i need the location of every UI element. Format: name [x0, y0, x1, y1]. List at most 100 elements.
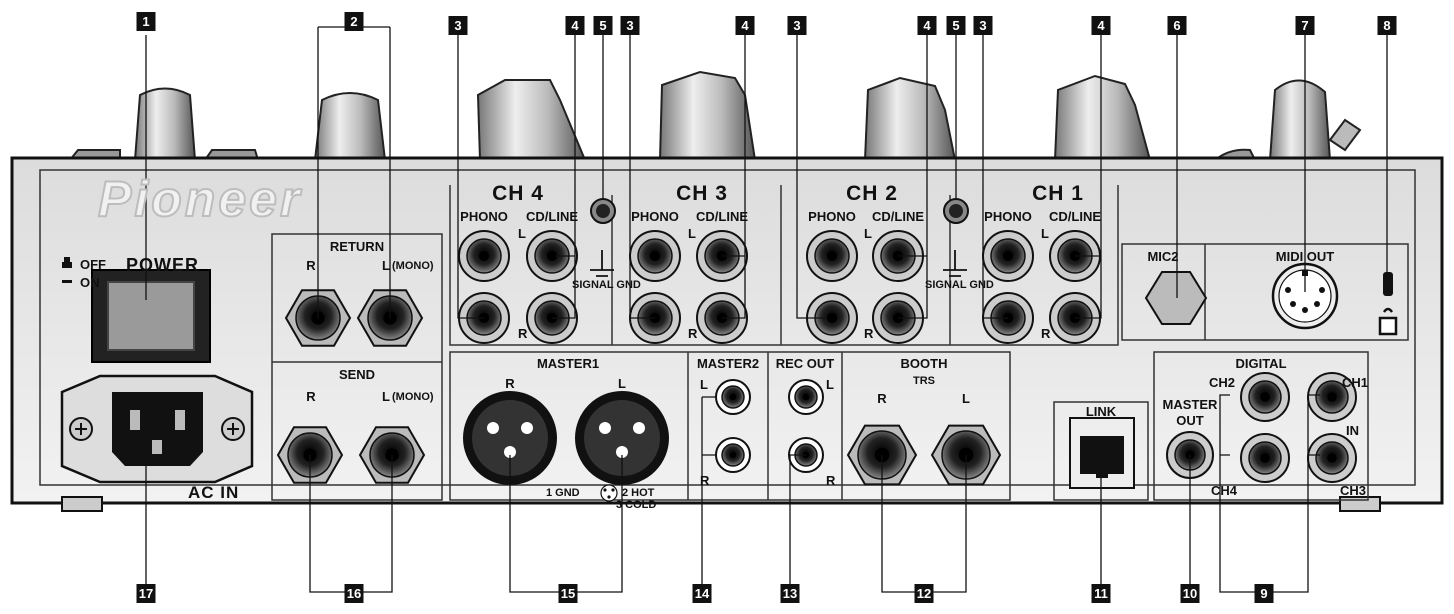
panel-inner-outline	[39, 169, 1416, 486]
return-mono-label: (MONO)	[392, 260, 434, 272]
link-label: LINK	[1085, 404, 1117, 419]
digital-ch1-jack	[1307, 372, 1357, 422]
digital-label: DIGITAL	[1235, 356, 1287, 371]
master2-r-jack	[715, 437, 751, 473]
ch2-l-label: L	[864, 226, 872, 241]
booth-label: BOOTH	[900, 356, 948, 371]
callout-6: 6	[1167, 16, 1187, 35]
ch1-label: CH 1	[1032, 182, 1084, 205]
ch4-cdline-l-jack	[526, 230, 578, 282]
ch1-phono-label: PHONO	[984, 209, 1032, 224]
power-off-label: OFF	[80, 257, 106, 272]
digital-ch1-label: CH1	[1342, 375, 1369, 390]
callout-4-ch2: 4	[917, 16, 937, 35]
return-l-label: L	[382, 258, 390, 273]
digital-ch4-jack	[1240, 433, 1290, 483]
ac-in-label: AC IN	[188, 483, 240, 502]
digital-in-label: IN	[1346, 423, 1359, 438]
return-label: RETURN	[329, 239, 385, 254]
leader-lines	[145, 26, 1388, 593]
rec-out-l-label: L	[826, 377, 834, 392]
callout-5-left: 5	[593, 16, 613, 35]
ch4-label: CH 4	[492, 182, 544, 205]
digital-ch2-label: CH2	[1209, 375, 1236, 390]
ch2-phono-l-jack	[806, 230, 858, 282]
signal-gnd-label-right: SIGNAL GND	[925, 279, 994, 291]
send-mono-label: (MONO)	[392, 391, 434, 403]
ch1-cdline-label: CD/LINE	[1049, 209, 1101, 224]
master2-l-label: L	[700, 377, 708, 392]
callout-14: 14	[692, 584, 712, 603]
digital-master-label: MASTER	[1162, 397, 1218, 412]
ch4-cdline-label: CD/LINE	[526, 209, 578, 224]
booth-l-label: L	[962, 391, 970, 406]
callout-4-ch4: 4	[565, 16, 585, 35]
security-slot	[1378, 272, 1398, 336]
brand-logo: Pioneer	[97, 170, 303, 228]
rec-out-r-label: R	[826, 473, 836, 488]
booth-r-label: R	[877, 391, 887, 406]
master2-label: MASTER2	[696, 356, 760, 371]
callout-4-ch1: 4	[1091, 16, 1111, 35]
xlr-connectors	[463, 391, 669, 502]
power-label: POWER	[126, 255, 200, 275]
callout-8: 8	[1377, 16, 1397, 35]
digital-ch4-label: CH4	[1211, 483, 1238, 498]
power-on-label: ON	[80, 275, 100, 290]
send-l-label: L	[382, 389, 390, 404]
ch4-l-label: L	[518, 226, 526, 241]
callout-1: 1	[136, 12, 156, 31]
xlr-gnd-label: 1 GND	[546, 487, 580, 499]
callout-3-ch2: 3	[787, 16, 807, 35]
ch3-l-label: L	[688, 226, 696, 241]
callout-11: 11	[1091, 584, 1111, 603]
callout-3-ch3: 3	[620, 16, 640, 35]
callout-3-ch1: 3	[973, 16, 993, 35]
master1-l-label: L	[618, 376, 626, 391]
callout-13: 13	[780, 584, 800, 603]
callout-3-ch4: 3	[448, 16, 468, 35]
signal-gnd-label-left: SIGNAL GND	[572, 279, 641, 291]
master1-label: MASTER1	[536, 356, 600, 371]
power-switch	[107, 281, 195, 351]
callout-12: 12	[914, 584, 934, 603]
mic2-label: MIC2	[1147, 249, 1179, 264]
xlr-hot-label: 2 HOT	[622, 487, 655, 499]
ch4-phono-label: PHONO	[460, 209, 508, 224]
digital-ch3-label: CH3	[1340, 483, 1367, 498]
ch2-r-label: R	[864, 326, 874, 341]
master2-r-label: R	[700, 473, 710, 488]
ch2-cdline-label: CD/LINE	[872, 209, 924, 224]
xlr-cold-label: 3 COLD	[616, 499, 657, 511]
mic2-jack	[1144, 271, 1208, 325]
ch1-phono-l-jack	[982, 230, 1034, 282]
digital-ch2-jack	[1240, 372, 1290, 422]
rec-out-l-jack	[788, 379, 824, 415]
ch3-phono-l-jack	[629, 230, 681, 282]
ch3-cdline-label: CD/LINE	[696, 209, 748, 224]
ch3-phono-label: PHONO	[631, 209, 679, 224]
callout-17: 17	[136, 584, 156, 603]
callout-5-right: 5	[946, 16, 966, 35]
knobs	[67, 70, 1362, 161]
callout-4-ch3: 4	[735, 16, 755, 35]
signal-gnd-terminals	[590, 198, 969, 277]
midi-out-connector	[1271, 262, 1339, 330]
ch3-label: CH 3	[676, 182, 728, 205]
return-r-label: R	[306, 258, 316, 273]
send-r-label: R	[306, 389, 316, 404]
master2-l-jack	[715, 379, 751, 415]
return-l-jack	[356, 289, 424, 347]
ac-inlet	[60, 374, 254, 484]
send-label: SEND	[338, 367, 376, 382]
callout-15: 15	[558, 584, 578, 603]
link-port	[1069, 417, 1135, 489]
digital-ch3-jack	[1307, 433, 1357, 483]
ch2-label: CH 2	[846, 182, 898, 205]
callout-7: 7	[1295, 16, 1315, 35]
ch1-r-label: R	[1041, 326, 1051, 341]
ch3-r-label: R	[688, 326, 698, 341]
rec-out-label: REC OUT	[775, 356, 835, 371]
callout-10: 10	[1180, 584, 1200, 603]
